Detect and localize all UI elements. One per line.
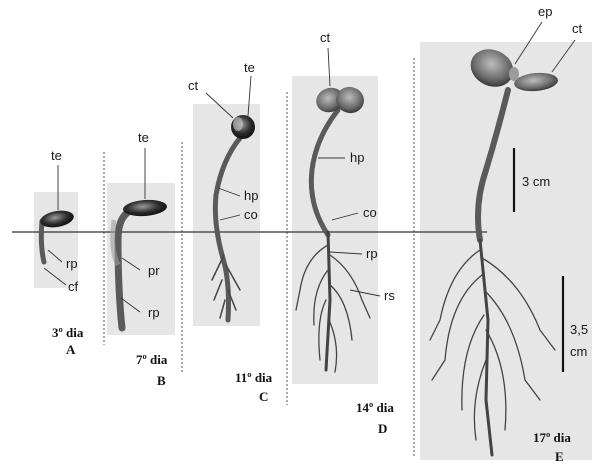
label-c-co: co	[244, 207, 258, 222]
scale-label-35-line1: 3,5	[570, 322, 588, 337]
letter-a: A	[66, 342, 76, 357]
label-d-co: co	[363, 205, 377, 220]
day-d: 14º dia	[356, 400, 394, 415]
label-a-cf: cf	[68, 279, 79, 294]
label-c-te: te	[244, 60, 255, 75]
label-a-rp: rp	[66, 256, 78, 271]
label-c-ct: ct	[188, 78, 199, 93]
scale-label-3cm: 3 cm	[522, 174, 550, 189]
label-b-pr: pr	[148, 263, 160, 278]
label-c-hp: hp	[244, 188, 258, 203]
day-e: 17º dia	[533, 430, 571, 445]
letter-c: C	[259, 389, 268, 404]
label-d-rs: rs	[384, 288, 395, 303]
label-d-ct: ct	[320, 30, 331, 45]
label-d-rp: rp	[366, 246, 378, 261]
label-b-te: te	[138, 130, 149, 145]
day-a: 3º dia	[52, 325, 84, 340]
label-d-hp: hp	[350, 150, 364, 165]
scale-label-35-line2: cm	[570, 344, 587, 359]
label-b-rp: rp	[148, 305, 160, 320]
label-e-ep: ep	[538, 4, 552, 19]
letter-e: E	[555, 449, 564, 464]
letter-d: D	[378, 421, 387, 436]
label-e-ct: ct	[572, 21, 583, 36]
label-a-te: te	[51, 148, 62, 163]
day-b: 7º dia	[136, 352, 168, 367]
day-c: 11º dia	[235, 370, 273, 385]
letter-b: B	[157, 373, 166, 388]
